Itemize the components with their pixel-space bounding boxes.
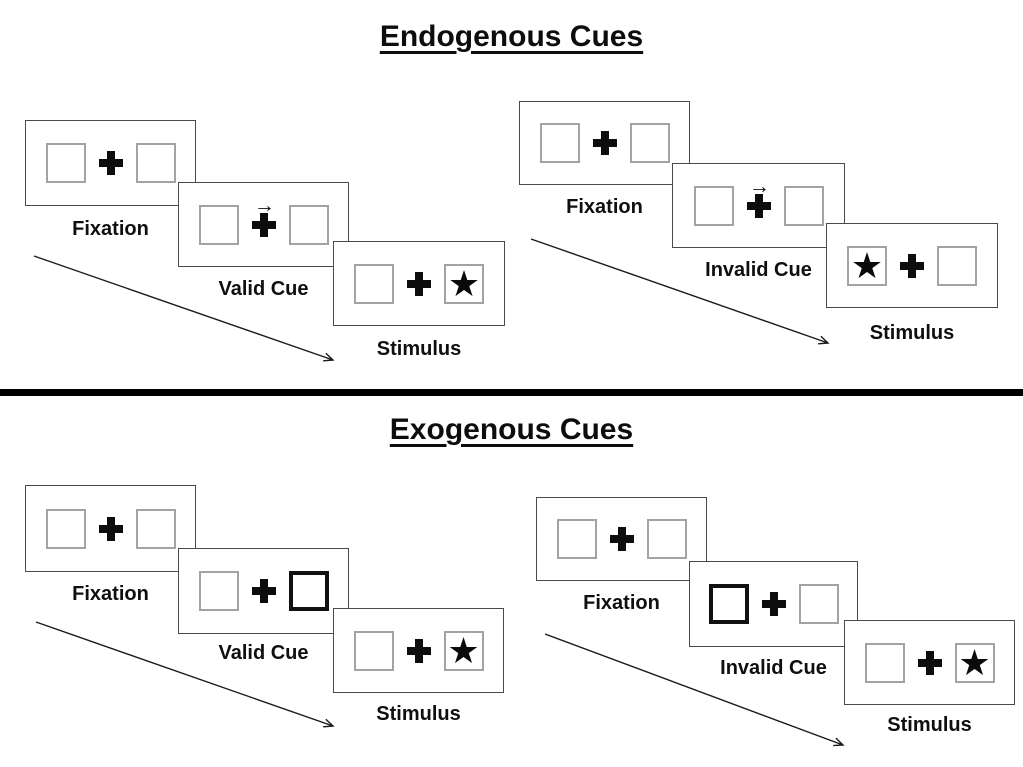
right-box [629, 123, 670, 163]
panel-label: Fixation [566, 196, 643, 218]
exo-valid-stimulus-panel: ★ [333, 608, 504, 693]
fixation-cross-icon [592, 131, 617, 155]
fixation-cross-icon: → [251, 195, 276, 237]
section-title-text: Endogenous Cues [379, 20, 644, 53]
timeline-arrow-exogenous-invalid [544, 633, 845, 747]
right-box [937, 245, 977, 286]
panel-label: Stimulus [887, 714, 972, 736]
left-box [354, 263, 394, 304]
left-box [198, 204, 239, 245]
left-box: ★ [847, 245, 887, 286]
left-box [539, 123, 580, 163]
endo-invalid-stimulus-panel: ★ [826, 223, 998, 308]
fixation-cross-icon: → [746, 176, 771, 218]
right-box: ★ [954, 642, 995, 683]
exo-invalid-fixation-panel [536, 497, 707, 581]
fixation-cross-icon [407, 271, 431, 296]
right-box [288, 571, 329, 611]
fixation-cross-icon [251, 579, 276, 603]
panel-label: Stimulus [376, 338, 462, 360]
fixation-cross-icon [917, 650, 942, 675]
endo-valid-fixation-panel [25, 120, 196, 206]
left-box [198, 571, 239, 611]
timeline-arrow-endogenous-invalid [530, 238, 830, 345]
left-box [708, 584, 749, 624]
right-box [646, 519, 687, 559]
left-box [556, 519, 597, 559]
exo-invalid-stimulus-panel: ★ [844, 620, 1015, 705]
cue-arrow-icon: → [253, 193, 275, 217]
endo-valid-cue-panel: → [178, 182, 349, 267]
fixation-cross-icon [98, 516, 123, 541]
cue-arrow-icon: → [748, 174, 770, 198]
fixation-cross-icon [98, 151, 123, 175]
endo-valid-stimulus-panel: ★ [333, 241, 505, 326]
right-box [798, 584, 839, 624]
left-box [693, 185, 734, 226]
left-box [353, 630, 394, 671]
exo-valid-fixation-panel [25, 485, 196, 572]
panel-label: Stimulus [869, 322, 955, 344]
endo-invalid-cue-panel: → [672, 163, 845, 248]
fixation-cross-icon [406, 638, 431, 663]
timeline-arrow-endogenous-valid [33, 255, 335, 362]
panel-label: Valid Cue [218, 642, 309, 664]
exo-valid-cue-panel [178, 548, 349, 634]
timeline-arrow-exogenous-valid [35, 621, 335, 728]
fixation-cross-icon [761, 592, 786, 616]
left-box [864, 642, 905, 683]
panel-label: Fixation [583, 592, 660, 614]
panel-label: Stimulus [376, 703, 461, 725]
exogenous-section-title: Exogenous Cues [0, 413, 1023, 448]
right-box [135, 508, 176, 549]
panel-label: Invalid Cue [720, 657, 827, 679]
fixation-cross-icon [900, 253, 924, 278]
panel-label: Valid Cue [218, 278, 309, 300]
fixation-cross-icon [609, 527, 634, 551]
right-box [288, 204, 329, 245]
section-divider [0, 389, 1023, 396]
right-box [783, 185, 824, 226]
endogenous-section-title: Endogenous Cues [0, 20, 1023, 55]
right-box: ★ [443, 630, 484, 671]
panel-label: Fixation [72, 583, 149, 605]
left-box [45, 143, 86, 183]
panel-label: Fixation [72, 218, 149, 240]
right-box: ★ [444, 263, 484, 304]
exo-invalid-cue-panel [689, 561, 858, 647]
section-title-text: Exogenous Cues [389, 413, 634, 446]
left-box [45, 508, 86, 549]
endo-invalid-fixation-panel [519, 101, 690, 185]
right-box [135, 143, 176, 183]
panel-label: Invalid Cue [705, 259, 812, 281]
